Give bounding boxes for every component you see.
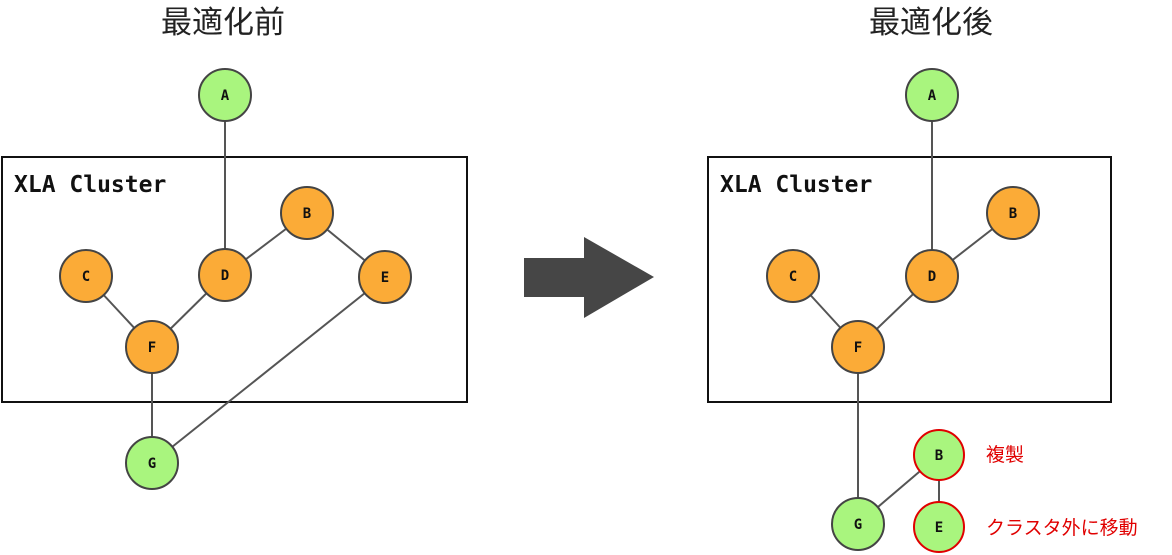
before-node-b: B bbox=[280, 186, 334, 240]
node-label: C bbox=[789, 269, 797, 285]
node-label: C bbox=[82, 269, 90, 285]
node-label: D bbox=[221, 268, 229, 284]
node-label: A bbox=[928, 88, 937, 104]
before-title: 最適化前 bbox=[161, 5, 285, 41]
before-node-d: D bbox=[198, 248, 252, 302]
node-label: F bbox=[854, 340, 862, 356]
after-cluster-box bbox=[707, 156, 1112, 403]
before-panel: 最適化前 XLA Cluster A B C D bbox=[1, 5, 468, 490]
before-node-c: C bbox=[59, 249, 113, 303]
after-edges bbox=[792, 95, 1014, 527]
before-node-a: A bbox=[198, 68, 252, 122]
node-label: D bbox=[928, 269, 936, 285]
before-cluster-box bbox=[1, 156, 468, 403]
after-cluster-label: XLA Cluster bbox=[720, 172, 872, 198]
before-node-g: G bbox=[125, 436, 179, 490]
node-label: E bbox=[381, 270, 389, 286]
after-title: 最適化後 bbox=[869, 5, 993, 41]
after-node-c: C bbox=[766, 249, 820, 303]
before-cluster-label: XLA Cluster bbox=[14, 172, 166, 198]
node-label: B bbox=[1009, 206, 1017, 222]
after-node-b-duplicate: B bbox=[913, 429, 965, 481]
node-label: G bbox=[854, 517, 862, 533]
after-node-g: G bbox=[831, 497, 885, 551]
annotation-moved-out: クラスタ外に移動 bbox=[986, 517, 1138, 539]
before-node-f: F bbox=[125, 320, 179, 374]
transform-arrow-icon bbox=[524, 237, 654, 318]
node-label: G bbox=[148, 456, 156, 472]
after-node-b: B bbox=[986, 186, 1040, 240]
annotation-duplicate: 複製 bbox=[986, 444, 1024, 466]
before-node-e: E bbox=[358, 250, 412, 304]
node-label: A bbox=[221, 88, 230, 104]
node-label: E bbox=[935, 520, 943, 536]
after-node-e-moved: E bbox=[913, 501, 965, 553]
node-label: B bbox=[935, 448, 943, 464]
after-node-f: F bbox=[831, 320, 885, 374]
after-panel: 最適化後 XLA Cluster A B C D bbox=[707, 5, 1138, 553]
before-edge-e-g bbox=[151, 276, 386, 464]
after-node-a: A bbox=[905, 68, 959, 122]
after-node-d: D bbox=[905, 249, 959, 303]
node-label: B bbox=[303, 206, 311, 222]
node-label: F bbox=[148, 340, 156, 356]
